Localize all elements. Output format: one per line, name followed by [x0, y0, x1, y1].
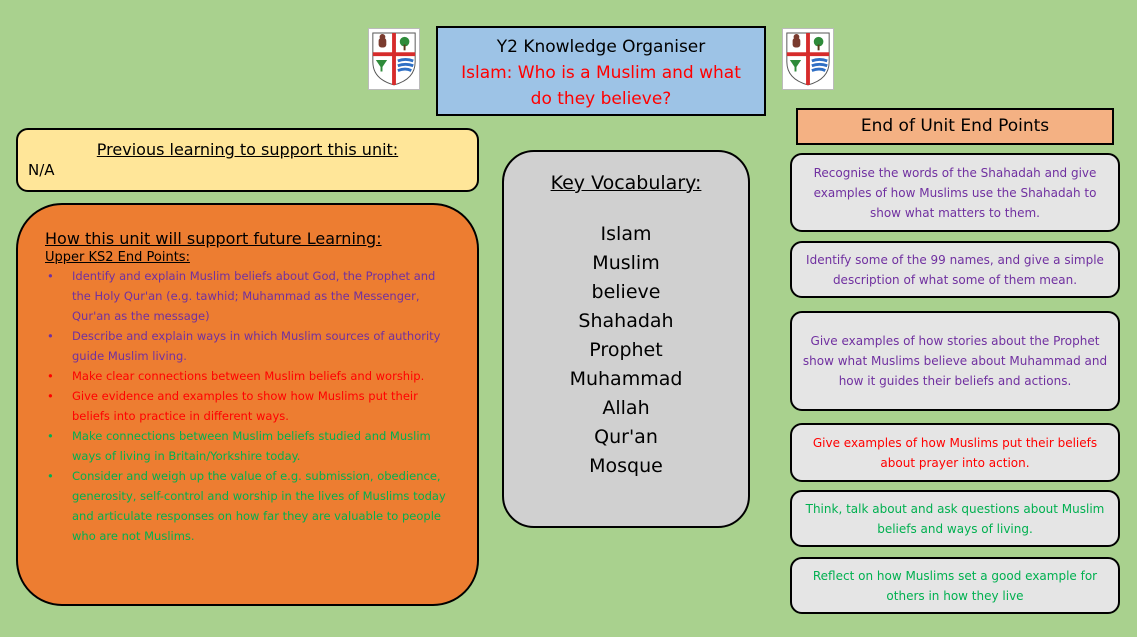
key-vocabulary-heading: Key Vocabulary:: [550, 172, 702, 194]
vocab-word: Mosque: [589, 455, 663, 477]
page-subtitle: Islam: Who is a Muslim and what do they …: [461, 63, 741, 109]
title-box: Y2 Knowledge Organiser Islam: Who is a M…: [436, 26, 766, 116]
end-points-heading: End of Unit End Points: [796, 108, 1114, 145]
end-point-card: Identify some of the 99 names, and give …: [790, 241, 1120, 298]
list-item: Identify and explain Muslim beliefs abou…: [45, 266, 453, 326]
vocab-word: Muslim: [592, 252, 660, 274]
school-crest-icon-left: [368, 28, 420, 90]
page-title: Y2 Knowledge Organiser: [496, 37, 706, 57]
list-item: Make connections between Muslim beliefs …: [45, 426, 453, 466]
vocab-word: believe: [591, 281, 661, 303]
school-crest-icon: [372, 32, 416, 86]
future-learning-box: How this unit will support future Learni…: [16, 203, 479, 606]
school-crest-icon: [786, 32, 830, 86]
list-item: Consider and weigh up the value of e.g. …: [45, 466, 453, 546]
vocab-word: Allah: [602, 397, 650, 419]
vocab-word: Islam: [600, 223, 652, 245]
list-item: Give evidence and examples to show how M…: [45, 386, 453, 426]
vocabulary-list: Islam Muslim believe Shahadah Prophet Mu…: [504, 220, 748, 481]
key-vocabulary-box: Key Vocabulary: Islam Muslim believe Sha…: [502, 150, 750, 528]
end-point-card: Give examples of how stories about the P…: [790, 311, 1120, 411]
vocab-word: Muhammad: [569, 368, 683, 390]
list-item: Make clear connections between Muslim be…: [45, 366, 453, 386]
end-point-card: Give examples of how Muslims put their b…: [790, 423, 1120, 482]
end-point-card: Reflect on how Muslims set a good exampl…: [790, 557, 1120, 614]
future-learning-list: Identify and explain Muslim beliefs abou…: [45, 266, 453, 546]
vocab-word: Shahadah: [578, 310, 674, 332]
previous-learning-box: Previous learning to support this unit: …: [16, 128, 479, 192]
previous-learning-heading: Previous learning to support this unit:: [96, 140, 399, 159]
school-crest-icon-right: [782, 28, 834, 90]
future-learning-heading: How this unit will support future Learni…: [45, 229, 382, 248]
previous-learning-text: N/A: [28, 161, 55, 179]
vocab-word: Prophet: [589, 339, 663, 361]
list-item: Describe and explain ways in which Musli…: [45, 326, 453, 366]
end-point-card: Recognise the words of the Shahadah and …: [790, 153, 1120, 232]
future-learning-subheading: Upper KS2 End Points:: [45, 250, 190, 265]
vocab-word: Qur'an: [594, 426, 658, 448]
end-point-card: Think, talk about and ask questions abou…: [790, 490, 1120, 547]
